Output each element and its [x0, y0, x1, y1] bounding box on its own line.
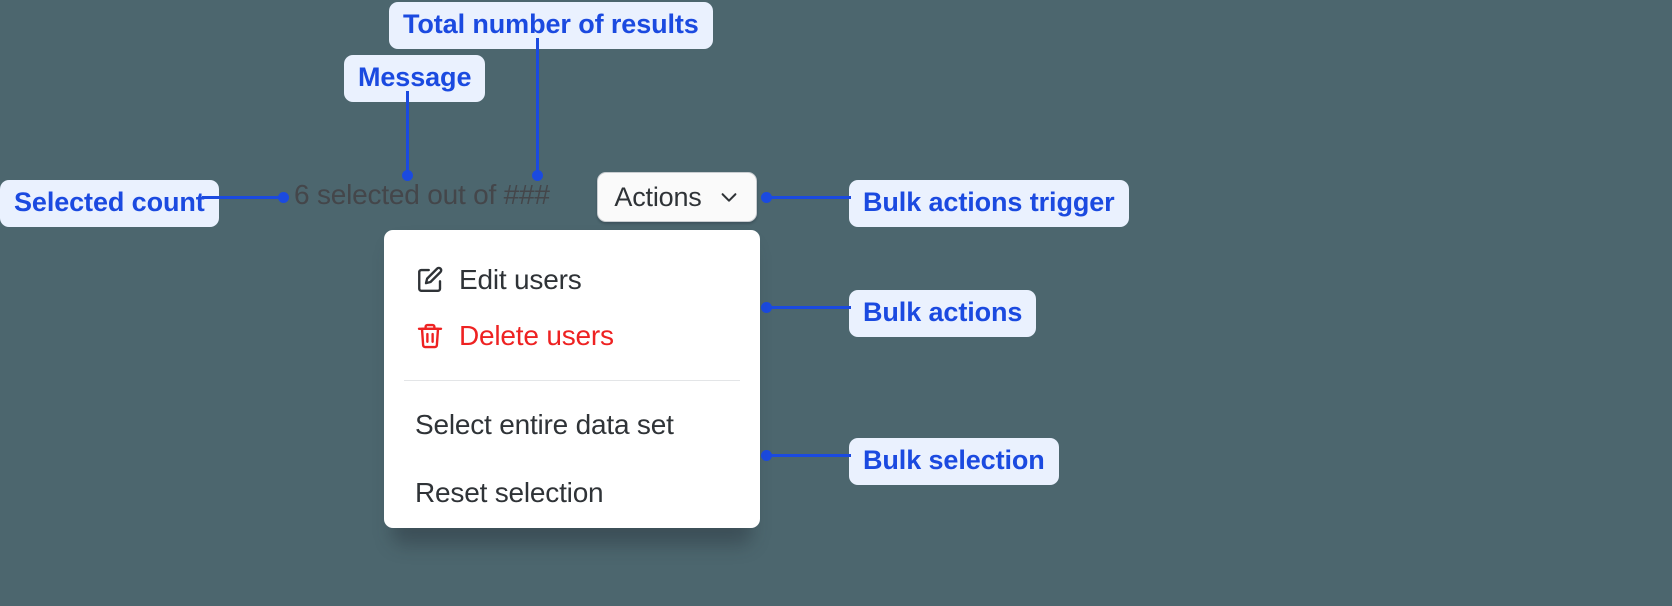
- leader-dot-message: [402, 170, 413, 181]
- menu-item-delete-users[interactable]: Delete users: [384, 308, 760, 364]
- menu-item-edit-users-label: Edit users: [459, 264, 582, 295]
- leader-dot-bulk-actions: [761, 302, 772, 313]
- annotation-bulk-actions: Bulk actions: [849, 290, 1037, 337]
- menu-item-select-entire-data-set[interactable]: Select entire data set: [384, 397, 760, 453]
- menu-item-delete-users-label: Delete users: [459, 320, 614, 351]
- menu-top-spacer: [384, 230, 760, 252]
- leader-dot-bulk-actions-trigger: [761, 192, 772, 203]
- annotation-bulk-selection: Bulk selection: [849, 438, 1059, 485]
- menu-item-select-entire-data-set-label: Select entire data set: [415, 409, 674, 440]
- leader-dot-bulk-selection: [761, 450, 772, 461]
- trash-icon: [415, 321, 445, 351]
- leader-line-bulk-selection: [766, 454, 851, 457]
- menu-item-reset-selection-label: Reset selection: [415, 477, 604, 508]
- leader-line-total-results: [536, 38, 539, 178]
- leader-line-message: [406, 91, 409, 178]
- bulk-actions-trigger-label: Actions: [614, 181, 702, 212]
- leader-line-bulk-actions-trigger: [766, 196, 851, 199]
- bulk-actions-menu: Edit users Delete users Select entire da…: [384, 230, 760, 528]
- annotation-message: Message: [344, 55, 486, 102]
- menu-divider: [404, 380, 740, 381]
- annotation-total-number-of-results: Total number of results: [389, 2, 713, 49]
- annotation-bulk-actions-trigger: Bulk actions trigger: [849, 180, 1129, 227]
- annotation-selected-count: Selected count: [0, 180, 219, 227]
- leader-line-bulk-actions: [766, 306, 851, 309]
- edit-pencil-icon: [415, 265, 445, 295]
- selected-count-status-text: 6 selected out of ###: [294, 179, 550, 210]
- chevron-down-icon: [718, 186, 740, 208]
- bulk-actions-trigger-button[interactable]: Actions: [597, 172, 757, 222]
- leader-dot-total-results: [532, 170, 543, 181]
- leader-line-selected-count: [202, 196, 287, 199]
- leader-dot-selected-count: [278, 192, 289, 203]
- menu-item-reset-selection[interactable]: Reset selection: [384, 465, 760, 521]
- menu-item-edit-users[interactable]: Edit users: [384, 252, 760, 308]
